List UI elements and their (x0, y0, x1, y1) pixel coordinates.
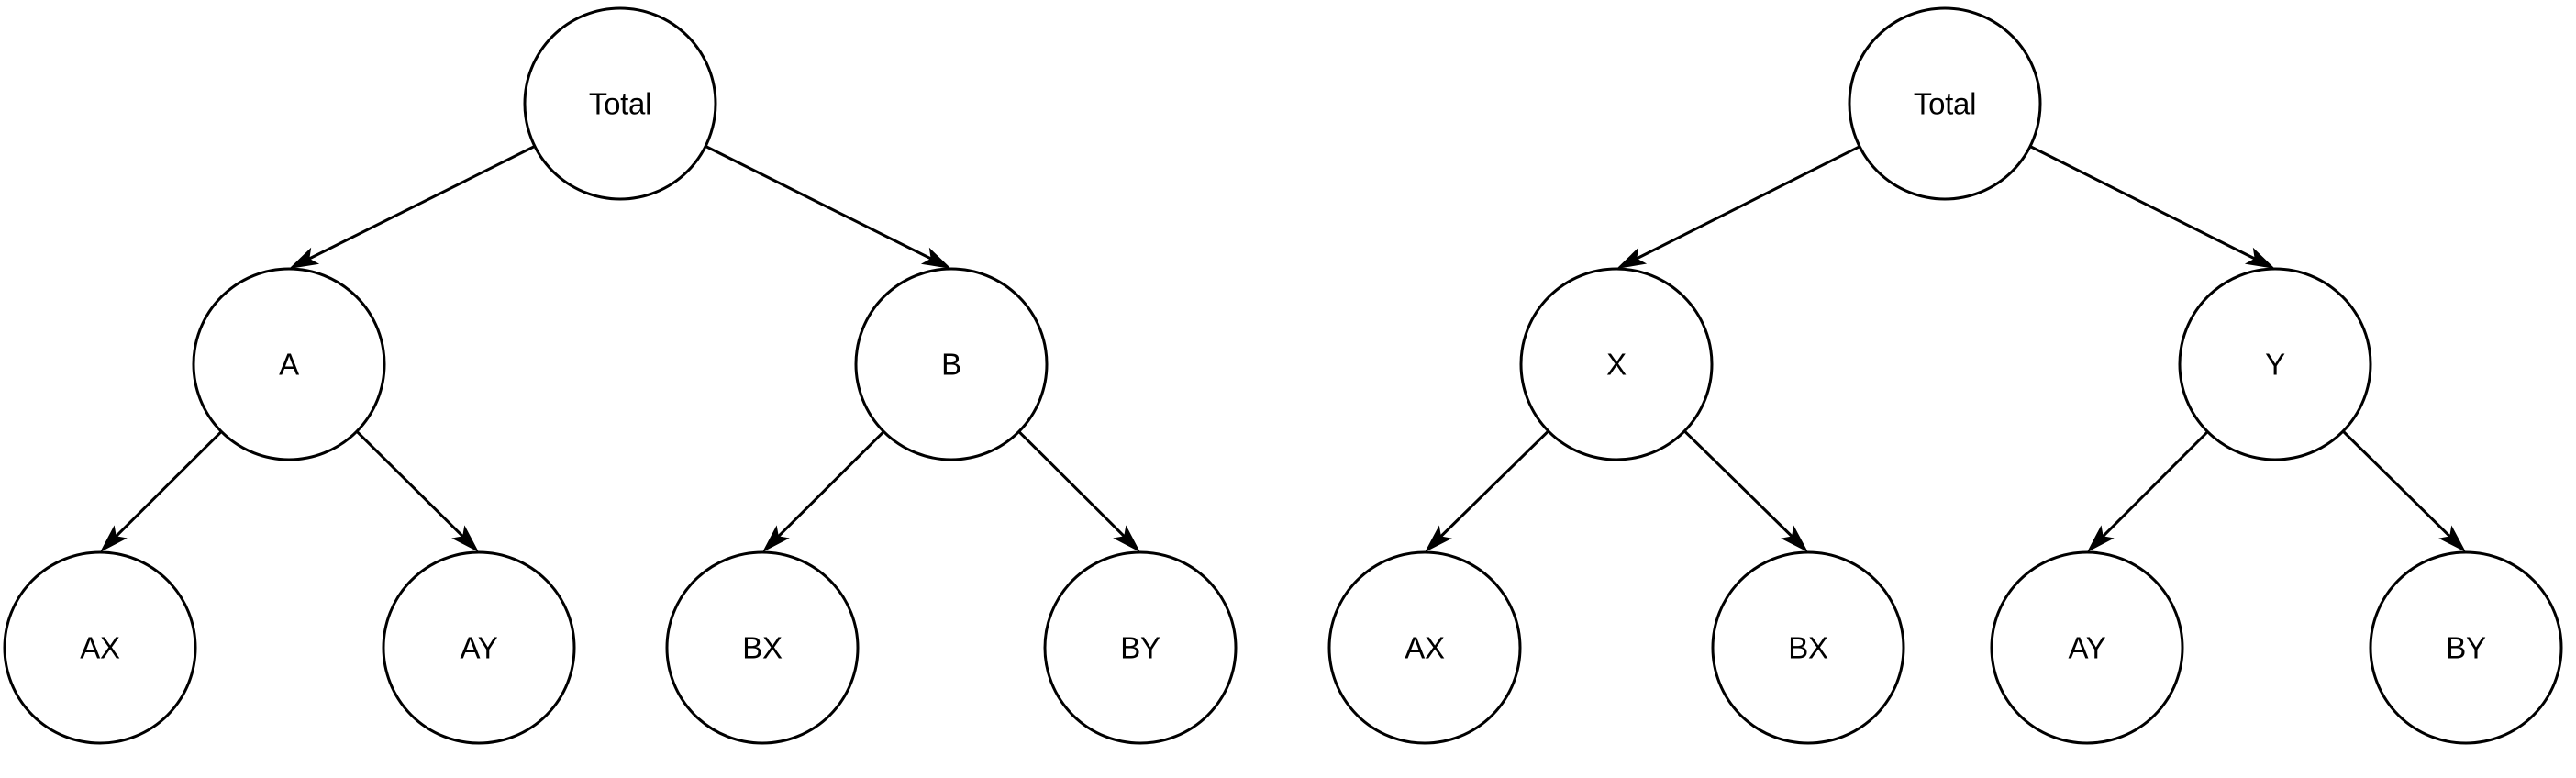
node-label-ax: AX (80, 631, 120, 665)
node-circle-total (1848, 6, 2042, 201)
node-circle-ay (382, 550, 576, 745)
node-circle-ax (3, 550, 197, 745)
node-a: A (192, 267, 386, 461)
node-label-ay: AY (461, 631, 498, 665)
node-circle-total (523, 6, 717, 201)
edge-a-ax (100, 430, 223, 553)
edge-x-bx (1683, 429, 1808, 553)
node-circle-by (1043, 550, 1238, 745)
node-label-ax: AX (1405, 631, 1445, 665)
node-label-bx: BX (1788, 631, 1828, 665)
node-by: BY (2369, 550, 2563, 745)
node-by: BY (1043, 550, 1238, 745)
node-label-b: B (941, 348, 961, 382)
node-circle-b (854, 267, 1049, 461)
node-circle-a (192, 267, 386, 461)
edge-b-bx (762, 430, 885, 553)
node-label-ay: AY (2069, 631, 2106, 665)
edge-total-b (705, 145, 951, 270)
edge-y-by (2342, 429, 2467, 553)
node-circle-y (2178, 267, 2372, 461)
node-ay: AY (382, 550, 576, 745)
node-y: Y (2178, 267, 2372, 461)
node-b: B (854, 267, 1049, 461)
edge-b-by (1017, 430, 1140, 553)
node-circle-by (2369, 550, 2563, 745)
node-label-total: Total (589, 87, 651, 121)
node-circle-x (1519, 267, 1714, 461)
node-label-total: Total (1914, 87, 1976, 121)
node-label-by: BY (2446, 631, 2486, 665)
node-label-y: Y (2265, 348, 2285, 382)
node-circle-ax (1327, 550, 1522, 745)
node-ay: AY (1990, 550, 2184, 745)
node-ax: AX (1327, 550, 1522, 745)
node-label-by: BY (1120, 631, 1160, 665)
node-label-a: A (279, 348, 299, 382)
node-label-bx: BX (742, 631, 783, 665)
node-label-x: X (1606, 348, 1627, 382)
node-total: Total (1848, 6, 2042, 201)
edge-total-x (1616, 145, 1860, 269)
edge-y-ay (2086, 430, 2209, 553)
edge-a-ay (355, 430, 480, 552)
edge-total-a (289, 145, 536, 270)
node-bx: BX (665, 550, 860, 745)
edge-total-y (2029, 145, 2275, 270)
node-ax: AX (3, 550, 197, 745)
node-x: X (1519, 267, 1714, 461)
node-total: Total (523, 6, 717, 201)
node-circle-bx (1711, 550, 1905, 745)
node-circle-bx (665, 550, 860, 745)
node-bx: BX (1711, 550, 1905, 745)
node-circle-ay (1990, 550, 2184, 745)
edge-x-ax (1425, 429, 1549, 553)
